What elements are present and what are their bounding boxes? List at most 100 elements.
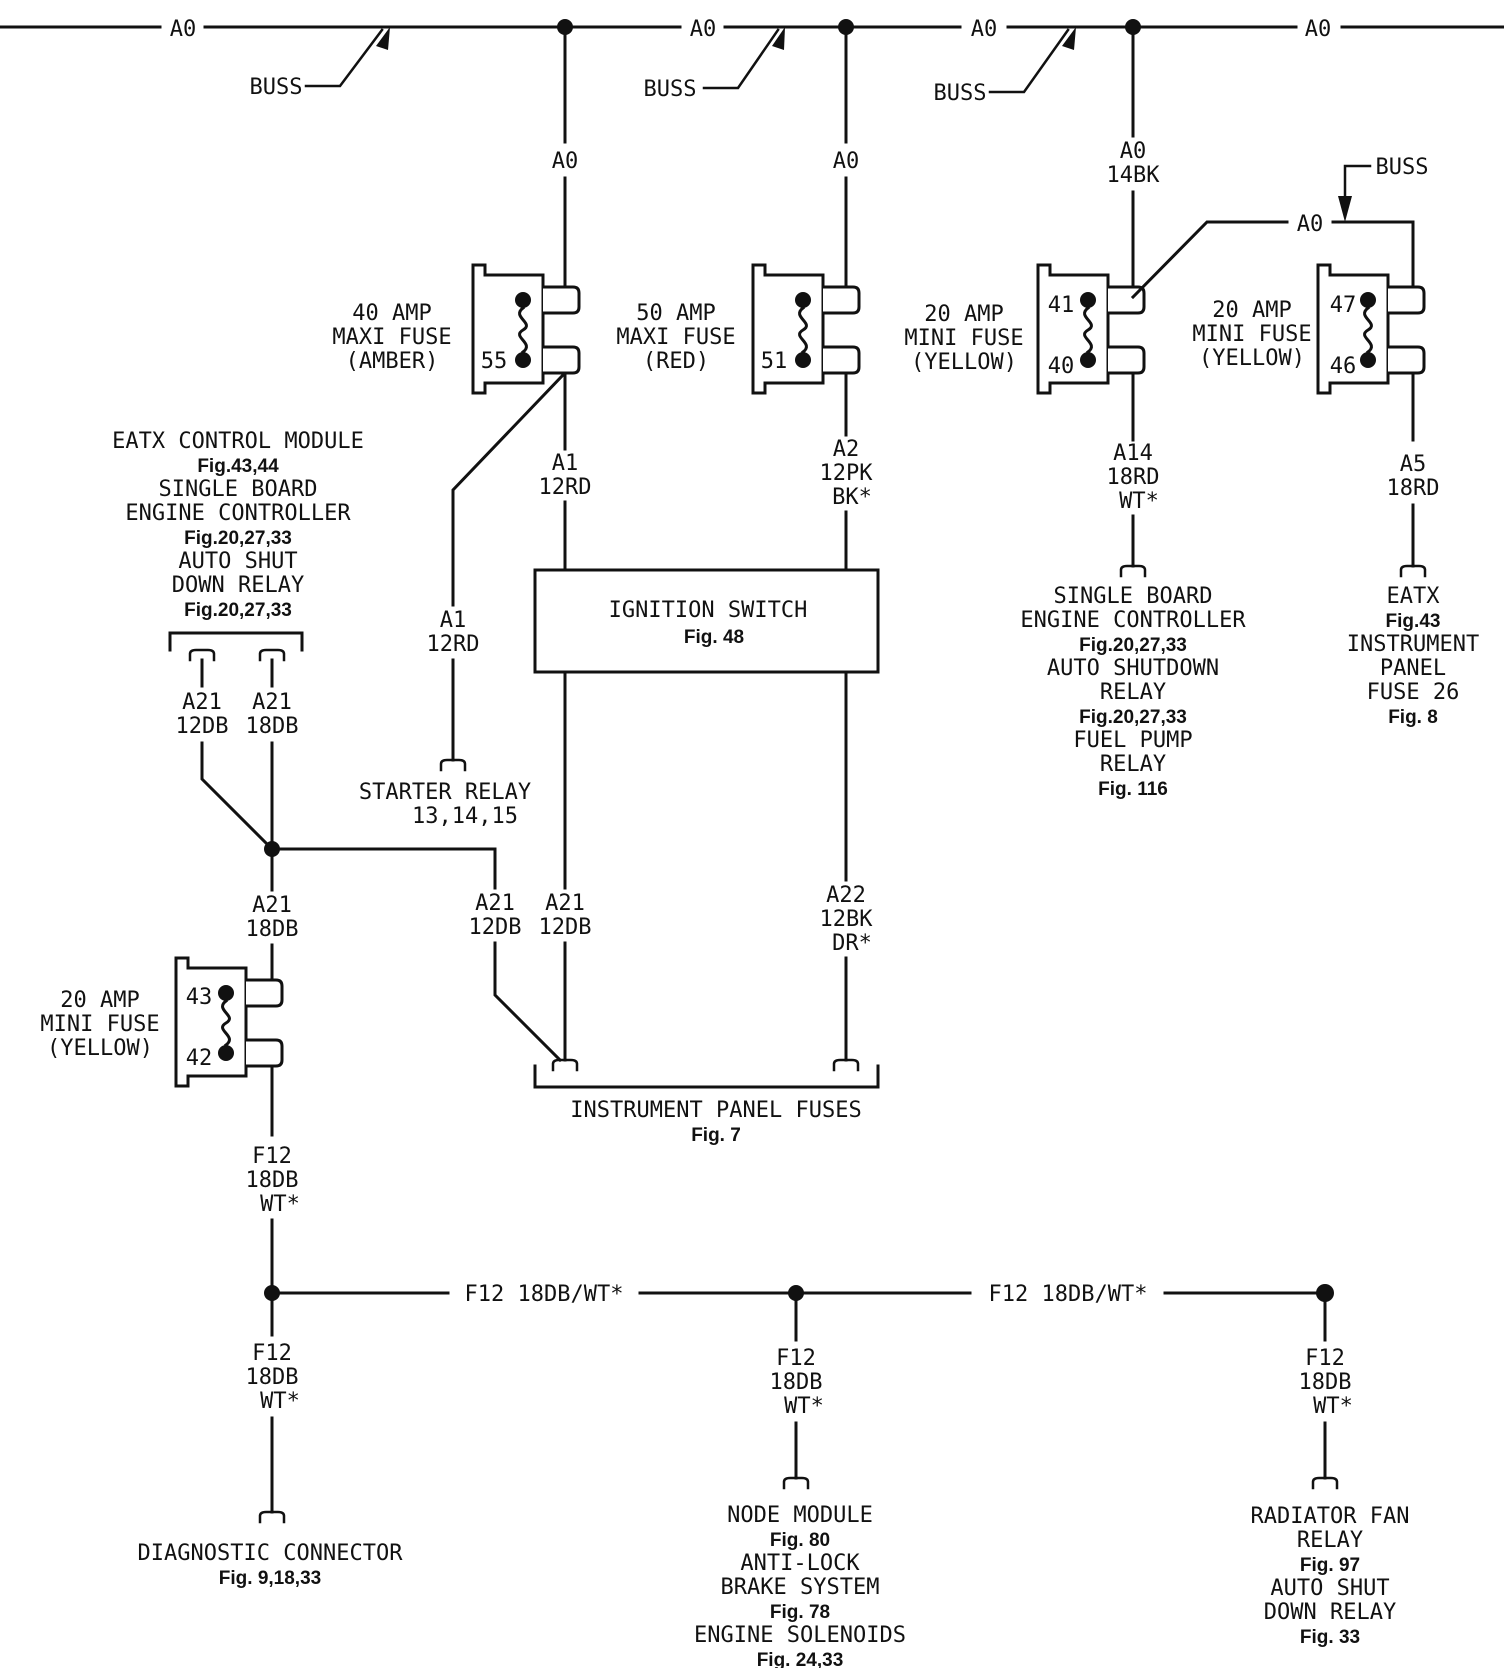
fuse-label: MINI FUSE xyxy=(1192,322,1311,347)
wire-label: A0 xyxy=(170,17,197,42)
destination-label: FUSE 26 xyxy=(1367,680,1460,705)
figure-reference: Fig. 8 xyxy=(1388,707,1438,728)
figure-reference: Fig. 9,18,33 xyxy=(219,1568,321,1589)
fuse-label: (YELLOW) xyxy=(1199,346,1305,371)
wire-label: WT* xyxy=(1119,489,1159,514)
wire-label: F12 xyxy=(252,1144,292,1169)
wire-label: 18DB xyxy=(246,917,299,942)
destination-label: RELAY xyxy=(1297,1528,1363,1553)
wire-label: A0 xyxy=(552,149,579,174)
wire-label: 18DB xyxy=(246,714,299,739)
wire-label: 12RD xyxy=(539,475,592,500)
wire-label: 18RD xyxy=(1107,465,1160,490)
wire-label: 12RD xyxy=(427,632,480,657)
buss-leader xyxy=(702,27,785,90)
buss-leader xyxy=(988,27,1076,94)
figure-reference: Fig.43 xyxy=(1386,611,1441,632)
fuse-pin: 43 xyxy=(186,985,213,1010)
fuse-pin: 46 xyxy=(1330,354,1357,379)
fuse-pin: 55 xyxy=(481,349,508,374)
fuse-label: MINI FUSE xyxy=(904,326,1023,351)
figure-reference: Fig.43,44 xyxy=(197,456,279,477)
wire-label: 18DB xyxy=(770,1370,823,1395)
wire-label: 12DB xyxy=(469,915,522,940)
wire-label: A1 xyxy=(440,608,467,633)
destination-label: RELAY xyxy=(1100,752,1166,777)
wire-label: WT* xyxy=(784,1394,824,1419)
wire-label: A1 xyxy=(552,451,579,476)
destination-label: DOWN RELAY xyxy=(1264,1600,1396,1625)
destination-label: AUTO SHUT xyxy=(178,549,297,574)
wire-label: A21 xyxy=(252,893,292,918)
wire-label: A0 xyxy=(1297,212,1324,237)
fuse-label: 20 AMP xyxy=(1212,298,1291,323)
wire-label: WT* xyxy=(260,1192,300,1217)
destination-label: DOWN RELAY xyxy=(172,573,304,598)
destination-label: RELAY xyxy=(1100,680,1166,705)
ignition-switch-title: IGNITION SWITCH xyxy=(609,598,808,623)
wire-label: WT* xyxy=(1313,1394,1353,1419)
fuse-label: MAXI FUSE xyxy=(616,325,735,350)
destination-label: SINGLE BOARD xyxy=(159,477,318,502)
figure-reference: Fig.20,27,33 xyxy=(1079,635,1187,656)
figure-reference: Fig.20,27,33 xyxy=(1079,707,1187,728)
fuse-label: (YELLOW) xyxy=(47,1036,153,1061)
destination-label: NODE MODULE xyxy=(727,1503,873,1528)
fuse-pin: 47 xyxy=(1330,293,1357,318)
destination-label: FUEL PUMP xyxy=(1073,728,1192,753)
fuse-label: (RED) xyxy=(643,349,709,374)
instrument-panel-fuses-title: INSTRUMENT PANEL FUSES xyxy=(570,1098,861,1123)
destination-label: ANTI-LOCK xyxy=(740,1551,860,1576)
fuse-pin: 42 xyxy=(186,1046,213,1071)
wire-label: A0 xyxy=(971,17,998,42)
figure-reference: Fig. 24,33 xyxy=(757,1650,844,1668)
fuse-pin: 40 xyxy=(1048,354,1075,379)
figure-reference: Fig. 78 xyxy=(770,1602,830,1623)
wire-label: A0 xyxy=(833,149,860,174)
destination-label: ENGINE CONTROLLER xyxy=(1020,608,1246,633)
fuse-label: 40 AMP xyxy=(352,301,431,326)
buss-label: BUSS xyxy=(934,81,987,106)
wire-label: F12 xyxy=(776,1346,816,1371)
destination-label: RADIATOR FAN xyxy=(1251,1504,1410,1529)
figure-reference: Fig. 80 xyxy=(770,1530,830,1551)
figure-reference: Fig.20,27,33 xyxy=(184,528,292,549)
wire-label: A0 xyxy=(1120,139,1147,164)
wire-label: A21 xyxy=(252,690,292,715)
wire-label: BK* xyxy=(832,485,872,510)
buss-line xyxy=(0,19,1504,35)
wire-label: DR* xyxy=(832,931,872,956)
wire-label: A5 xyxy=(1400,452,1427,477)
figure-reference: Fig. 33 xyxy=(1300,1627,1360,1648)
ignition-switch-box xyxy=(533,568,880,674)
wire-label: 12PK xyxy=(820,461,874,486)
figure-reference: Fig.20,27,33 xyxy=(184,600,292,621)
buss-label: BUSS xyxy=(1376,155,1429,180)
wire-label: A21 xyxy=(475,891,515,916)
fuse-label: 50 AMP xyxy=(636,301,715,326)
wire-label: F12 xyxy=(1305,1346,1345,1371)
left-module-bracket xyxy=(168,631,304,652)
destination-label: BRAKE SYSTEM xyxy=(721,1575,880,1600)
destination-label: INSTRUMENT xyxy=(1347,632,1479,657)
fuse-label: (AMBER) xyxy=(346,349,439,374)
f12-bus xyxy=(264,1284,1334,1302)
wire-label: A22 xyxy=(826,883,866,908)
destination-label: PANEL xyxy=(1380,656,1446,681)
instrument-panel-fuses-fig: Fig. 7 xyxy=(691,1125,741,1146)
wire-label: WT* xyxy=(260,1389,300,1414)
wire-label: 14BK xyxy=(1107,163,1161,188)
wire-label: A14 xyxy=(1113,441,1153,466)
destination-label: EATX CONTROL MODULE xyxy=(112,429,364,454)
fuse-label: (YELLOW) xyxy=(911,350,1017,375)
destination-label: DIAGNOSTIC CONNECTOR xyxy=(138,1541,404,1566)
buss-leader xyxy=(304,27,390,88)
destination-label: ENGINE CONTROLLER xyxy=(125,501,351,526)
wire-label: 12BK xyxy=(820,907,874,932)
destination-label: AUTO SHUTDOWN xyxy=(1047,656,1219,681)
